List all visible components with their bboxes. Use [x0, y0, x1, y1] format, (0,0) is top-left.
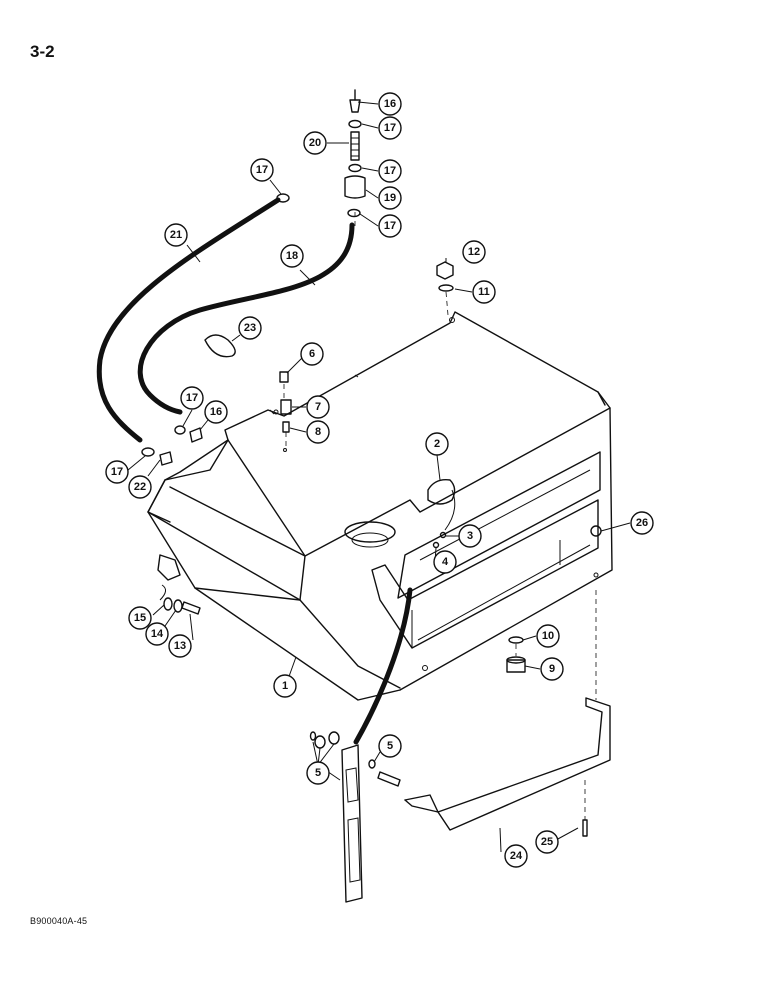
svg-text:17: 17 [111, 466, 123, 478]
callout-10: 10 [536, 624, 560, 648]
svg-text:7: 7 [315, 401, 321, 413]
svg-text:17: 17 [384, 122, 396, 134]
callout-2: 2 [425, 432, 449, 456]
callouts: 16 17 20 17 19 17 17 21 18 12 11 23 6 7 … [105, 92, 654, 868]
svg-text:17: 17 [384, 220, 396, 232]
callout-4: 4 [433, 550, 457, 574]
alignment-lines [283, 212, 597, 820]
svg-text:3: 3 [467, 530, 473, 542]
callout-26: 26 [630, 511, 654, 535]
callout-21: 21 [164, 223, 188, 247]
callout-17b: 17 [378, 159, 402, 183]
callout-17d: 17 [250, 158, 274, 182]
callout-13: 13 [168, 634, 192, 658]
support-bracket [404, 697, 611, 837]
svg-text:9: 9 [549, 663, 555, 675]
callout-24: 24 [504, 844, 528, 868]
callout-17e: 17 [180, 386, 204, 410]
svg-text:17: 17 [256, 164, 268, 176]
fuel-tank [147, 311, 613, 701]
callout-1: 1 [273, 674, 297, 698]
callout-12: 12 [462, 240, 486, 264]
svg-text:8: 8 [315, 426, 321, 438]
callout-8: 8 [306, 420, 330, 444]
callout-23: 23 [238, 316, 262, 340]
callout-3: 3 [458, 524, 482, 548]
svg-text:16: 16 [210, 406, 222, 418]
hose-21 [96, 197, 281, 443]
svg-text:1: 1 [282, 680, 288, 692]
svg-text:26: 26 [636, 517, 648, 529]
svg-text:5: 5 [315, 767, 321, 779]
callout-20: 20 [303, 131, 327, 155]
svg-text:15: 15 [134, 612, 146, 624]
svg-text:4: 4 [442, 556, 449, 568]
callout-14: 14 [145, 622, 169, 646]
callout-15: 15 [128, 606, 152, 630]
drain-hose [353, 587, 413, 745]
callout-16b: 16 [204, 400, 228, 424]
svg-text:19: 19 [384, 192, 396, 204]
svg-text:21: 21 [170, 229, 182, 241]
callout-17a: 17 [378, 116, 402, 140]
callout-19: 19 [378, 186, 402, 210]
callout-17f: 17 [105, 460, 129, 484]
fuel-hoses [96, 197, 413, 745]
svg-text:5: 5 [387, 740, 393, 752]
fittings [141, 89, 602, 787]
svg-text:10: 10 [542, 630, 554, 642]
svg-text:18: 18 [286, 250, 298, 262]
callout-7: 7 [306, 395, 330, 419]
callout-9: 9 [540, 657, 564, 681]
callout-5b: 5 [378, 734, 402, 758]
svg-text:20: 20 [309, 137, 321, 149]
svg-text:13: 13 [174, 640, 186, 652]
svg-text:16: 16 [384, 98, 396, 110]
callout-17c: 17 [378, 214, 402, 238]
svg-text:17: 17 [186, 392, 198, 404]
vertical-bracket [341, 744, 363, 903]
svg-text:2: 2 [434, 438, 440, 450]
callout-6: 6 [300, 342, 324, 366]
svg-text:11: 11 [478, 286, 490, 298]
callout-18: 18 [280, 244, 304, 268]
svg-text:24: 24 [510, 850, 523, 862]
hose-18 [137, 222, 355, 415]
callout-22: 22 [128, 475, 152, 499]
svg-text:12: 12 [468, 246, 480, 258]
svg-text:23: 23 [244, 322, 256, 334]
svg-text:25: 25 [541, 836, 553, 848]
callout-25: 25 [535, 830, 559, 854]
svg-text:6: 6 [309, 348, 315, 360]
figure-code: B900040A-45 [30, 916, 88, 926]
page-number: 3-2 [30, 42, 55, 61]
callout-5a: 5 [306, 761, 330, 785]
svg-text:22: 22 [134, 481, 146, 493]
callout-11: 11 [472, 280, 496, 304]
svg-text:14: 14 [151, 628, 164, 640]
callout-16a: 16 [378, 92, 402, 116]
svg-text:17: 17 [384, 165, 396, 177]
